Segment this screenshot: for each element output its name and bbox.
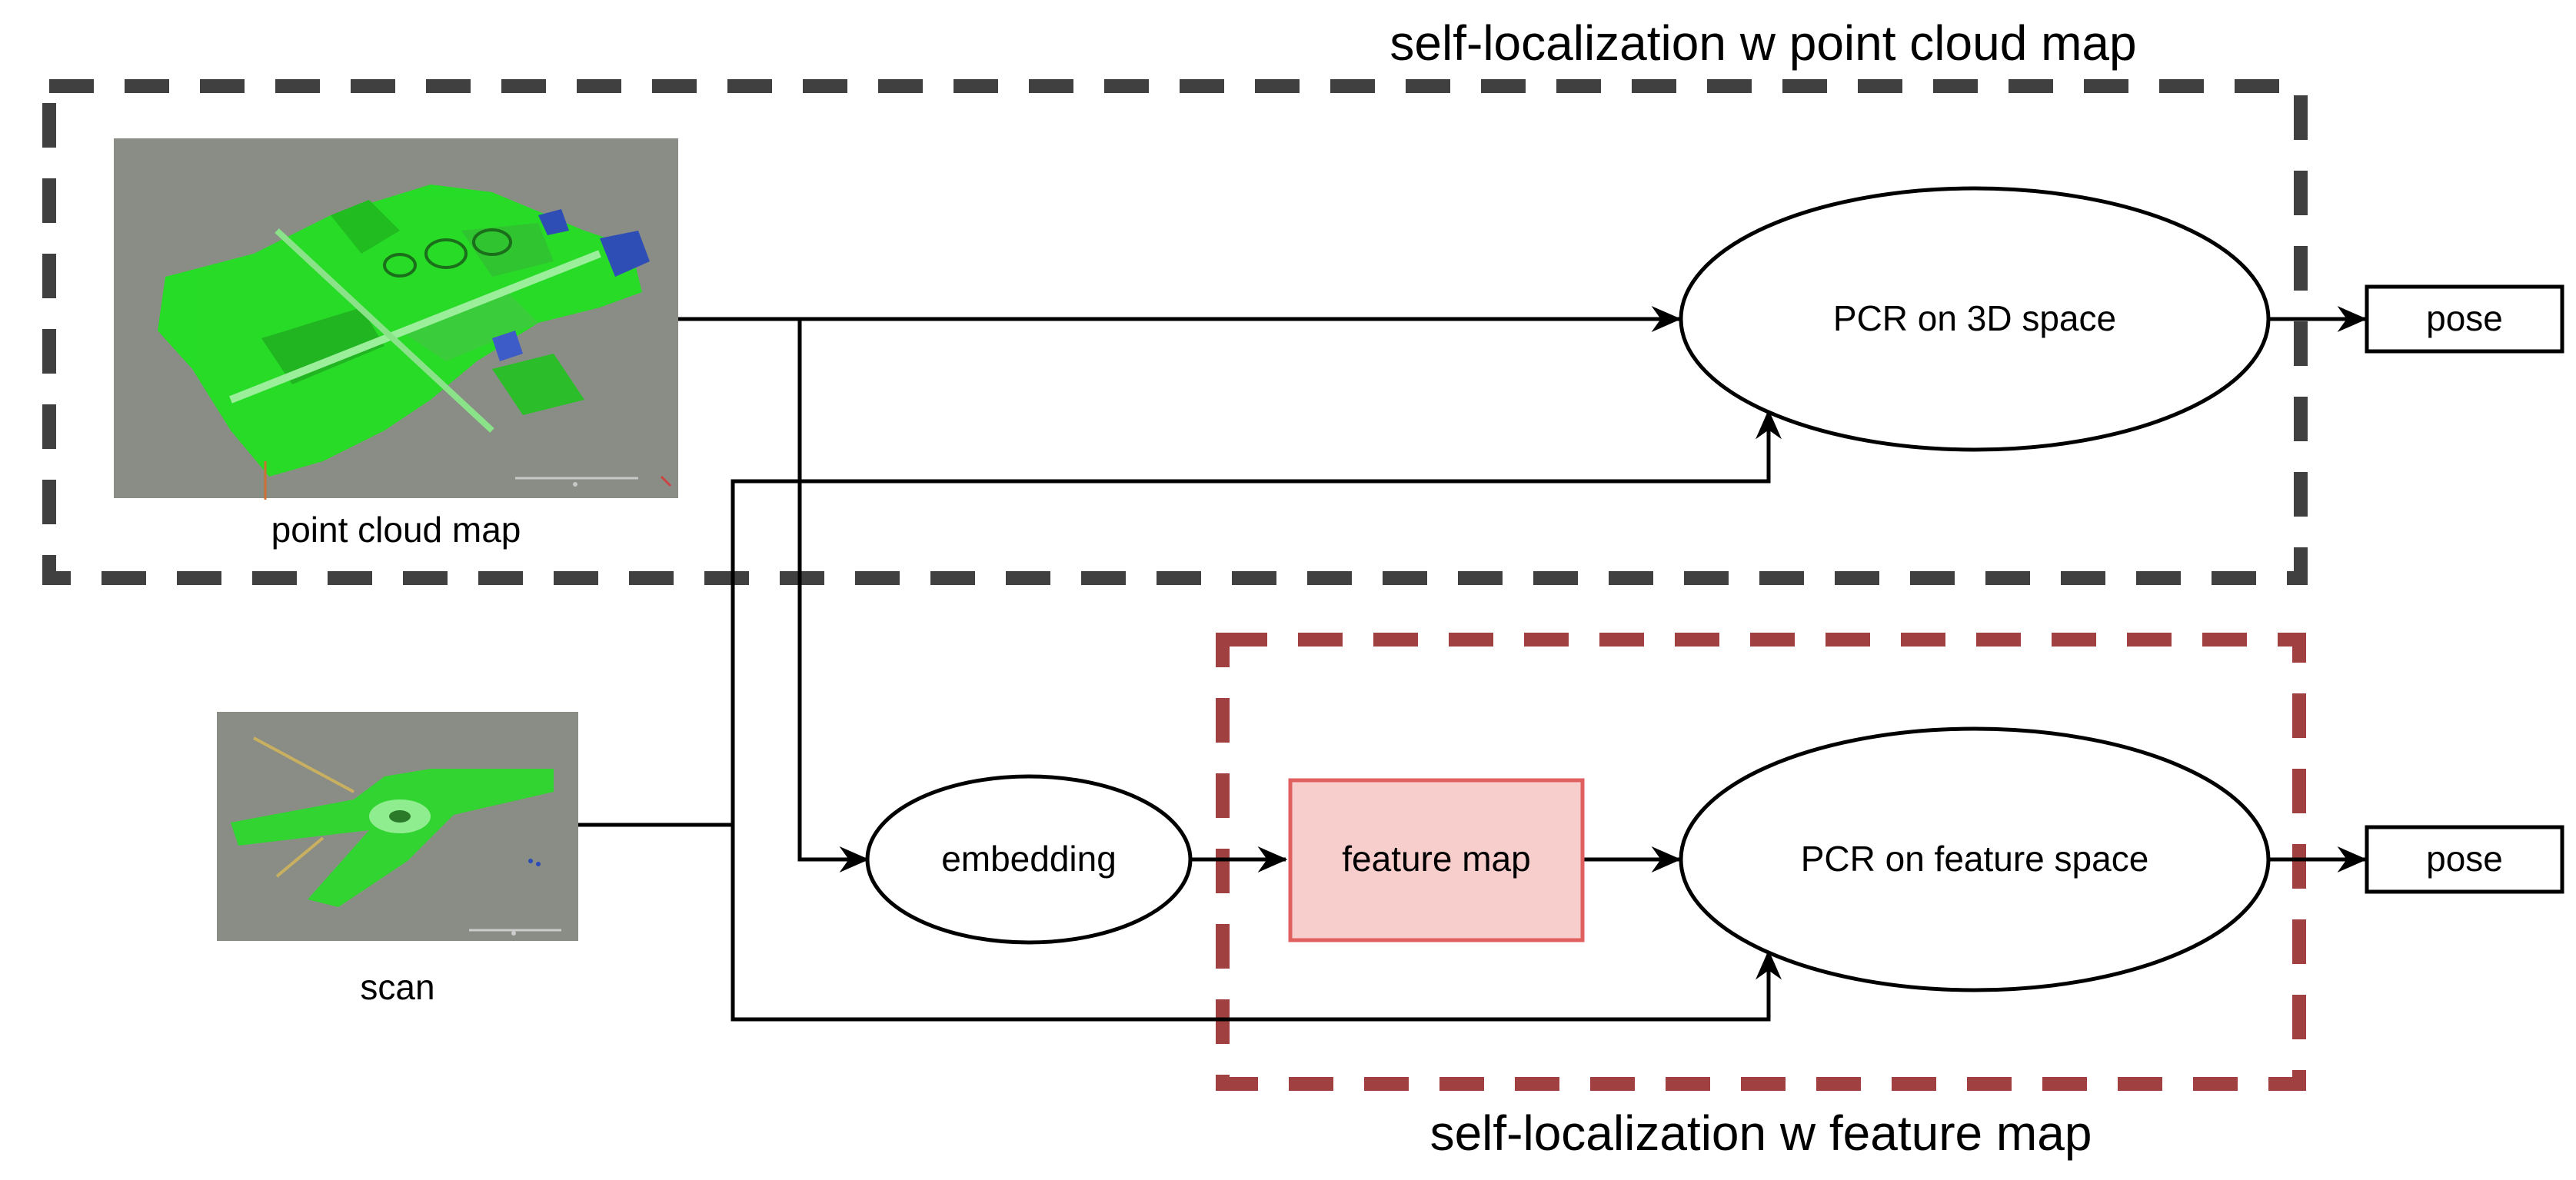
node-feature-map-label: feature map <box>1342 839 1530 879</box>
connectors <box>578 306 2368 1022</box>
node-embedding: embedding <box>865 774 1193 945</box>
point-cloud-group-border <box>42 79 2308 585</box>
point-cloud-shape <box>158 184 672 500</box>
edge-map-to-embedding <box>797 319 870 873</box>
node-pcr-feature: PCR on feature space <box>1679 726 2271 992</box>
scan-caption: scan <box>360 967 434 1007</box>
node-pose-bottom: pose <box>2365 825 2564 894</box>
scan-image: scan <box>217 712 578 1007</box>
scan-point-shape <box>231 736 561 936</box>
point-cloud-group-title: self-localization w point cloud map <box>1390 15 2136 71</box>
node-pose-bottom-label: pose <box>2426 839 2503 879</box>
node-pcr-3d: PCR on 3D space <box>1679 186 2271 452</box>
node-pcr-feature-label: PCR on feature space <box>1801 839 2149 879</box>
node-embedding-label: embedding <box>941 839 1117 879</box>
node-pose-top-label: pose <box>2426 298 2503 338</box>
node-pose-top: pose <box>2365 284 2564 354</box>
point-cloud-map-image: point cloud map <box>114 138 678 550</box>
feature-map-group-title: self-localization w feature map <box>1430 1105 2092 1161</box>
node-pcr-3d-label: PCR on 3D space <box>1833 298 2116 338</box>
edge-scan-to-pcr3d <box>731 409 1782 825</box>
edge-scan-to-pcrfeature <box>731 825 1782 1022</box>
node-feature-map-box <box>1288 778 1585 942</box>
feature-map-group: self-localization w feature map <box>1216 633 2306 1161</box>
feature-map-group-border <box>1216 633 2306 1091</box>
point-cloud-map-caption: point cloud map <box>271 510 521 550</box>
node-feature-map: feature map <box>1288 778 1585 942</box>
point-cloud-group: self-localization w point cloud map <box>42 15 2308 585</box>
